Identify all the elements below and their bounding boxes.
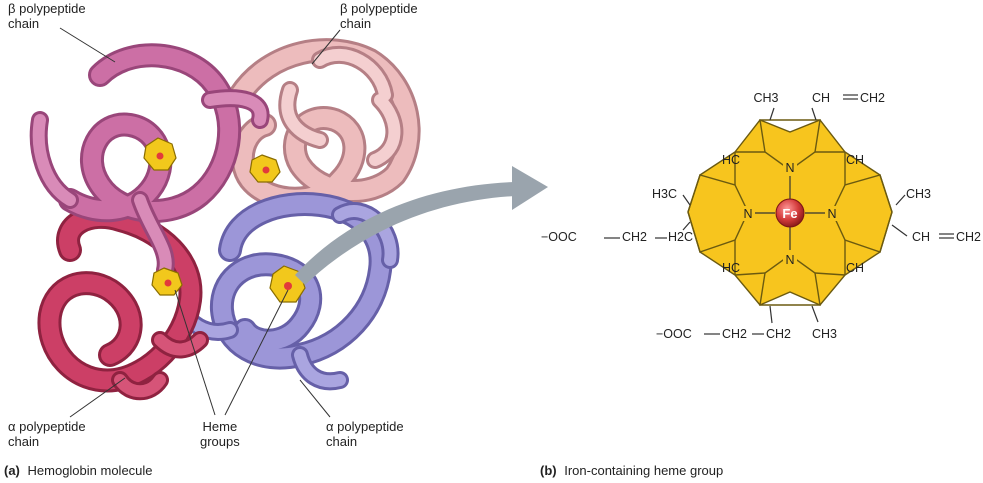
caption-panel-a-text: Hemoglobin molecule [28, 463, 153, 478]
nitrogen-right: N [827, 207, 836, 221]
hc-lower: HC [722, 261, 740, 275]
label-beta-chain-right: β polypeptide chain [340, 1, 418, 31]
caption-panel-a: (a) Hemoglobin molecule [4, 463, 153, 478]
ch-upper: CH [846, 153, 864, 167]
nitrogen-left: N [743, 207, 752, 221]
bottom-carboxylate: −OOC [656, 327, 692, 341]
label-heme-groups-line1: Heme [200, 419, 240, 434]
ch-lower: CH [846, 261, 864, 275]
label-alpha-chain-left: α polypeptide chain [8, 419, 86, 449]
label-alpha-chain-right-line1: α polypeptide [326, 419, 404, 434]
hemoglobin-molecule [39, 50, 409, 391]
label-alpha-chain-right-line2: chain [326, 434, 404, 449]
label-beta-chain-left-line1: β polypeptide [8, 1, 86, 16]
mid-left-h2c: H2C [668, 230, 693, 244]
iron-label: Fe [782, 206, 797, 221]
label-beta-chain-right-line1: β polypeptide [340, 1, 418, 16]
bottom-ch2-b: CH2 [766, 327, 791, 341]
label-beta-chain-left-line2: chain [8, 16, 86, 31]
caption-panel-b-text: Iron-containing heme group [564, 463, 723, 478]
mid-left-carboxylate: −OOC [541, 230, 577, 244]
top-methyl: CH3 [753, 91, 778, 105]
bottom-methyl: CH3 [812, 327, 837, 341]
bottom-ch2-a: CH2 [722, 327, 747, 341]
label-beta-chain-right-line2: chain [340, 16, 418, 31]
label-heme-groups-line2: groups [200, 434, 240, 449]
mid-right-vinyl-ch: CH [912, 230, 930, 244]
caption-panel-b-letter: (b) [540, 463, 557, 478]
right-methyl: CH3 [906, 187, 931, 201]
mid-left-ch2: CH2 [622, 230, 647, 244]
caption-panel-a-letter: (a) [4, 463, 20, 478]
heme-structure: N N N N Fe HC CH HC CH CH3 CH CH2 H3C CH… [541, 91, 981, 341]
nitrogen-top: N [785, 161, 794, 175]
heme-group-2 [250, 155, 280, 182]
top-vinyl-ch2: CH2 [860, 91, 885, 105]
alpha-chain-left [49, 217, 200, 391]
label-alpha-chain-left-line2: chain [8, 434, 86, 449]
nitrogen-bottom: N [785, 253, 794, 267]
label-beta-chain-left: β polypeptide chain [8, 1, 86, 31]
label-alpha-chain-left-line1: α polypeptide [8, 419, 86, 434]
hc-upper: HC [722, 153, 740, 167]
top-vinyl-ch: CH [812, 91, 830, 105]
label-alpha-chain-right: α polypeptide chain [326, 419, 404, 449]
label-heme-groups: Heme groups [200, 419, 240, 449]
mid-right-vinyl-ch2: CH2 [956, 230, 981, 244]
left-methyl: H3C [652, 187, 677, 201]
caption-panel-b: (b) Iron-containing heme group [540, 463, 723, 478]
